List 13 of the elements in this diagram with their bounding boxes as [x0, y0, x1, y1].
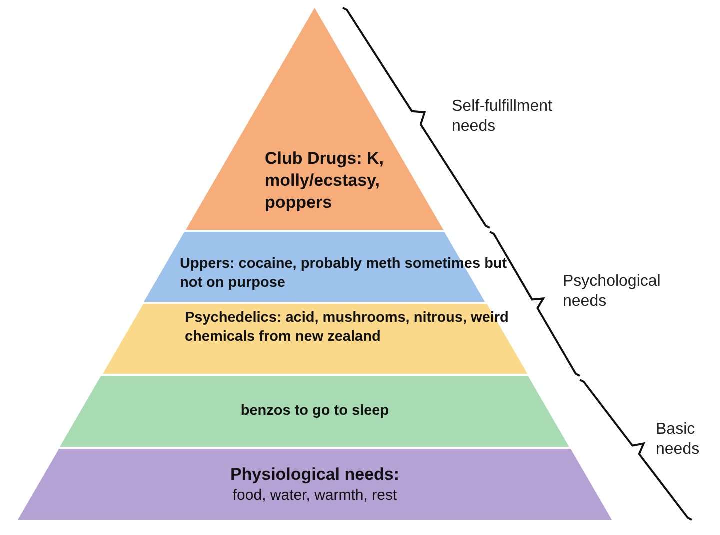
tier-text: Club Drugs: K, molly/ecstasy, poppers	[264, 148, 385, 214]
bracket-label: Psychological needs	[563, 272, 662, 312]
tier-text: benzos to go to sleep	[240, 402, 390, 421]
pyramid-tier	[18, 449, 612, 520]
pyramid-tier	[186, 8, 444, 230]
tier-text: Uppers: cocaine, probably meth sometimes but not on purpose	[180, 255, 508, 293]
tier-heading: Physiological needs:	[229, 464, 401, 486]
tier-text: food, water, warmth, rest	[232, 486, 398, 506]
bracket-label: Self-fulfillment needs	[452, 97, 554, 137]
tier-text: Psychedelics: acid, mushrooms, nitrous, weird chemicals from new zealand	[184, 309, 510, 347]
pyramid-tier	[60, 376, 570, 447]
bracket-label: Basic needs	[656, 420, 701, 460]
pyramid-tier	[102, 304, 528, 374]
